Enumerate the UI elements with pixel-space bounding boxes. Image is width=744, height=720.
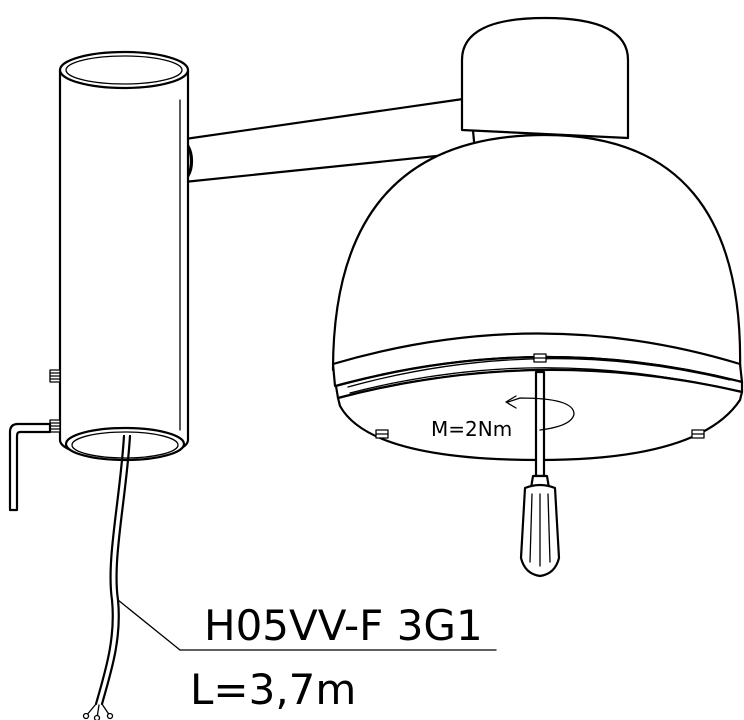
power-cable [82, 434, 132, 720]
grub-screw [49, 419, 61, 433]
cover-screw [691, 429, 705, 439]
mounting-tube [49, 50, 190, 462]
screwdriver-icon [519, 370, 561, 578]
allen-key-icon [8, 422, 52, 512]
cable-length-label: L=3,7m [190, 665, 356, 714]
cable-label-leader [117, 599, 497, 651]
cover-screw [533, 353, 547, 363]
grub-screw [49, 369, 61, 383]
lamp-head [331, 16, 744, 462]
cable-type-label: H05VV-F 3G1 [204, 601, 483, 650]
torque-label: M=2Nm [431, 417, 512, 441]
rotation-arrow-icon [505, 395, 575, 431]
cover-screw [375, 429, 389, 439]
